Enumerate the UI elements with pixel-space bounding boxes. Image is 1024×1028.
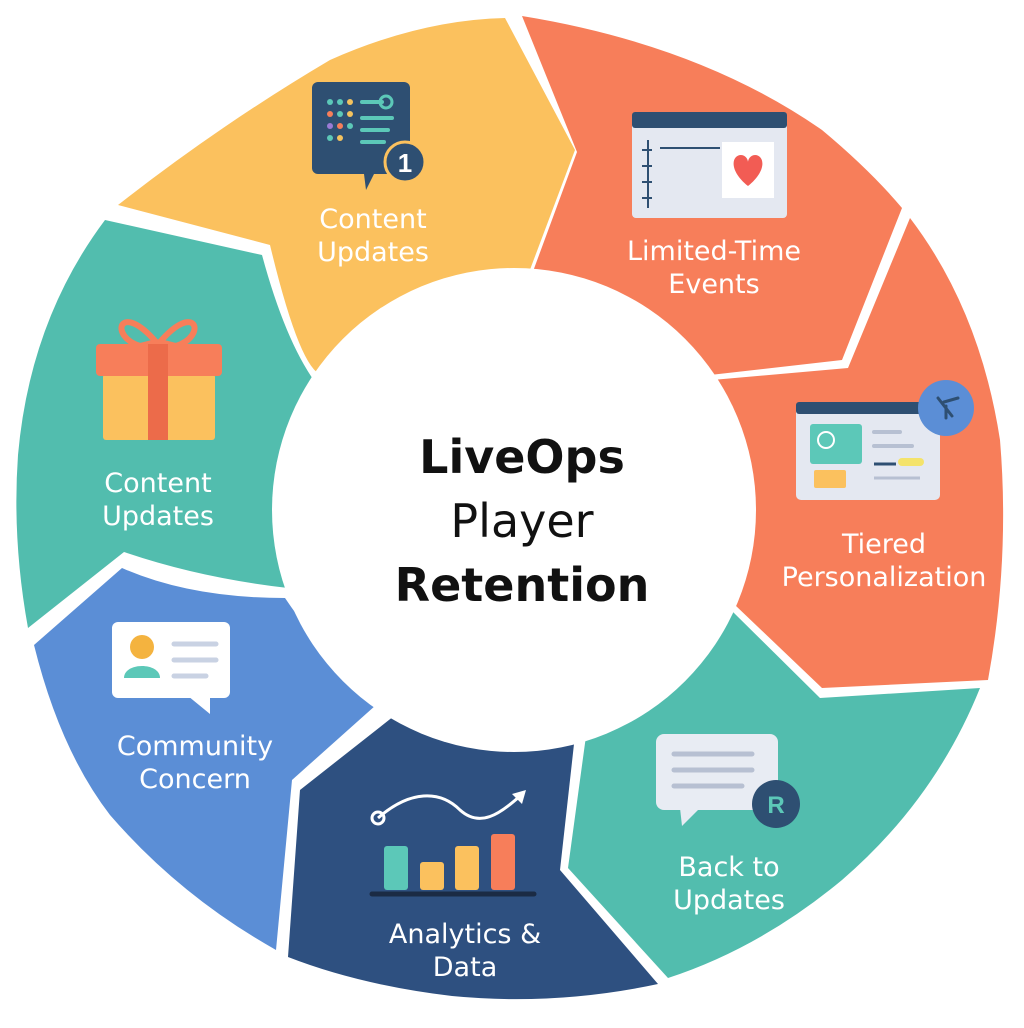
label-limited-time-events: Limited-Time Events [626,236,802,300]
content-badge-text: 1 [398,148,412,178]
content-badge [383,140,427,184]
content-board-icon [312,82,427,190]
bar-chart-trend-icon [369,790,537,897]
center-circle [272,268,756,752]
label-analytics-data: Analytics & Data [388,919,542,983]
gift-box-icon [96,319,222,440]
label-tiered-personalization: Tiered Personalization [781,529,987,593]
center-title-line2: Player [450,494,594,548]
label-community-concern: Community Concern [116,731,274,795]
label-content-updates-left: Content Updates [102,468,214,532]
center-title: LiveOps Player Retention [322,425,722,617]
event-calendar-heart-icon [632,112,787,218]
label-content-updates-top: Content Updates [317,204,429,268]
chat-bubble-icon [656,734,800,828]
chat-badge [752,780,800,828]
center-title-line3: Retention [394,558,650,612]
personalization-dashboard-icon [796,380,974,500]
label-back-to-updates: Back to Updates [673,852,785,916]
chat-badge-text: R [767,792,784,819]
user-message-icon [112,622,230,714]
center-title-line1: LiveOps [419,430,625,484]
